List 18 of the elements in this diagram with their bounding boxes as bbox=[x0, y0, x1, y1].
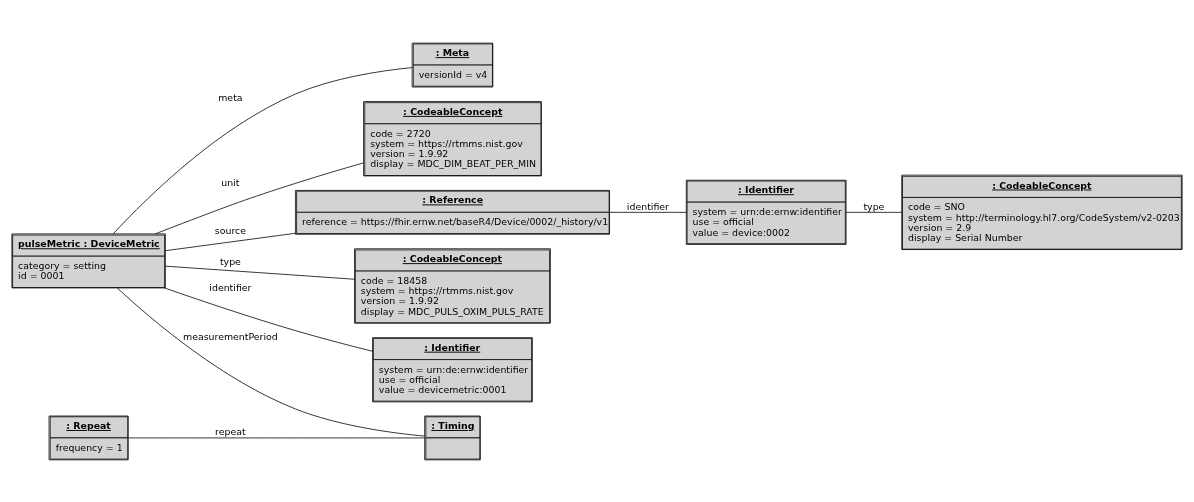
edge-label: type bbox=[219, 255, 241, 266]
connector bbox=[845, 211, 902, 213]
connector bbox=[112, 66, 413, 234]
edge-label: measurementPeriod bbox=[183, 330, 278, 342]
edge-label: unit bbox=[221, 176, 240, 188]
connector bbox=[116, 287, 425, 436]
connector bbox=[165, 232, 296, 251]
edge-label: identifier bbox=[209, 281, 252, 293]
edge-label: meta bbox=[218, 91, 243, 103]
connector bbox=[164, 287, 373, 352]
edge-label: type bbox=[863, 200, 885, 212]
edge-label: identifier bbox=[626, 200, 669, 212]
edge-label: source bbox=[214, 224, 246, 236]
connector bbox=[128, 437, 425, 438]
connector bbox=[165, 265, 355, 280]
edge-label: repeat bbox=[215, 425, 246, 437]
connector bbox=[155, 162, 364, 234]
connector bbox=[609, 211, 687, 213]
